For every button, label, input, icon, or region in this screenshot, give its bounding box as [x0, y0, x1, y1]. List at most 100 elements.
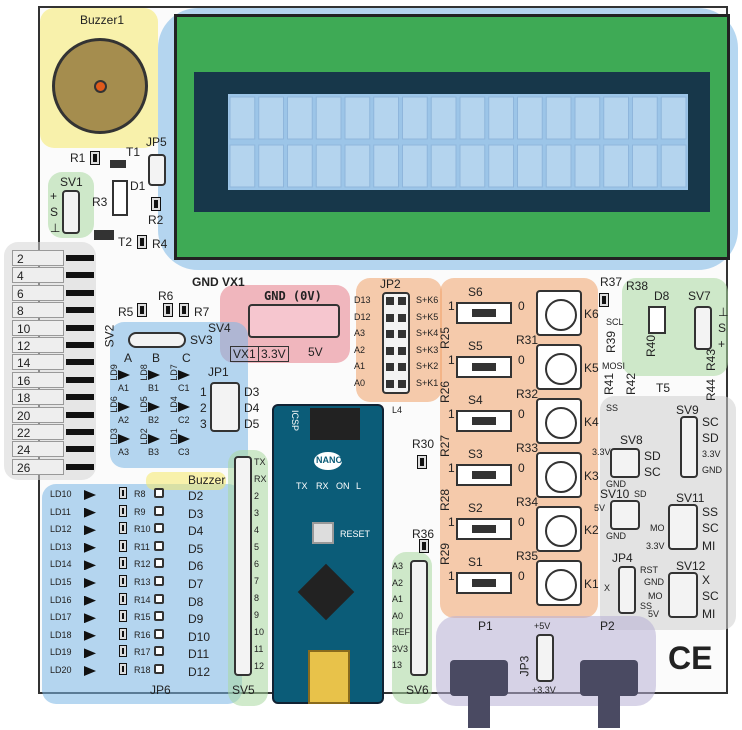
slide-switch[interactable]: [456, 356, 512, 378]
lcd-char-cell: [258, 144, 284, 188]
jp3-header[interactable]: [536, 634, 554, 682]
scale-label: 12: [12, 337, 64, 353]
slide-switch[interactable]: [456, 572, 512, 594]
sv5-header[interactable]: [234, 456, 252, 676]
push-button[interactable]: [536, 452, 582, 498]
ss-label: SS: [606, 403, 619, 413]
sv12-header[interactable]: [668, 572, 698, 618]
sv8-header[interactable]: [610, 448, 640, 478]
p2-shaft: [598, 694, 620, 728]
jp1-d5: D5: [244, 417, 260, 431]
slide-switch[interactable]: [456, 464, 512, 486]
jp2-pin: [386, 379, 394, 388]
slide-switch[interactable]: [456, 410, 512, 432]
sv7-plus: +: [718, 337, 726, 351]
sv5-pin-label: 12: [254, 661, 265, 671]
push-button[interactable]: [536, 290, 582, 336]
matrix-led: [118, 434, 130, 444]
jp6-label: JP6: [150, 683, 171, 697]
sv6-pin-label: A3: [392, 561, 404, 571]
sv9-header[interactable]: [680, 416, 698, 478]
sv11-mi: MI: [702, 539, 716, 553]
bank-resistor: [119, 522, 127, 535]
scale-label: 2: [12, 250, 64, 266]
slide-switch[interactable]: [456, 302, 512, 324]
scale-label: 18: [12, 389, 64, 406]
jp2-header[interactable]: [382, 292, 410, 394]
icsp-header[interactable]: [310, 408, 360, 440]
led-name: LD11: [50, 506, 71, 517]
bank-d-label: D9: [188, 612, 204, 627]
switch-name: S5: [468, 339, 483, 353]
jp1-header[interactable]: [210, 382, 240, 432]
sv8-sc: SC: [644, 465, 661, 479]
bank-resistor: [119, 663, 127, 675]
bank-resistor: [119, 504, 127, 517]
bank-d-label: D10: [188, 629, 211, 644]
sv10-header[interactable]: [610, 500, 640, 530]
r2-resistor: [151, 197, 161, 211]
sv8-3v3: 3.3V: [592, 447, 611, 457]
sv7-s: S: [718, 321, 727, 335]
push-button[interactable]: [536, 344, 582, 390]
switch-zero: 0: [518, 569, 525, 583]
sv5-pin-label: 3: [254, 508, 260, 518]
lcd-char-cell: [660, 144, 687, 188]
sv4-3v3: 3.3V: [258, 346, 289, 362]
jp1-left-2: 2: [200, 401, 207, 415]
push-button[interactable]: [536, 506, 582, 552]
p2-pot[interactable]: [580, 660, 638, 696]
bank-led: [84, 595, 96, 606]
switch-resistor-label: R31: [516, 333, 539, 347]
r30-resistor: [417, 455, 427, 469]
jp4-x: X: [604, 583, 611, 593]
jp4-header[interactable]: [618, 566, 636, 614]
sv5-pin-label: 9: [254, 610, 260, 620]
push-button[interactable]: [536, 560, 582, 606]
switch-one: 1: [448, 407, 455, 421]
jp2-pin: [386, 313, 394, 322]
jp5-header[interactable]: [148, 154, 166, 186]
scale-bar: [66, 289, 94, 296]
jp5-label: JP5: [146, 135, 167, 149]
lcd-char-cell: [517, 144, 543, 188]
bank-led: [84, 578, 96, 588]
jp6-pin: [154, 488, 164, 498]
sv11-mo: MO: [650, 523, 665, 533]
sv11-header[interactable]: [668, 504, 698, 550]
nano-led-rx: RX: [316, 481, 329, 491]
jp1-label: JP1: [208, 365, 229, 379]
slide-switch[interactable]: [456, 518, 512, 540]
bank-resistor-label: R12: [134, 559, 151, 570]
usb-connector[interactable]: [308, 650, 350, 704]
sv5-pin-label: 4: [254, 525, 260, 535]
r37-resistor: [599, 293, 609, 307]
jp3-5v: +5V: [534, 621, 551, 631]
sv6-header[interactable]: [410, 560, 428, 676]
key-label: K5: [584, 361, 599, 375]
sv3-header[interactable]: [128, 332, 186, 348]
lcd-char-cell: [603, 96, 629, 140]
scale-label: 20: [12, 406, 64, 423]
jp6-pin: [154, 628, 164, 639]
col-b: B: [152, 351, 161, 365]
switch-zero: 0: [518, 353, 525, 367]
jp2-pin: [398, 313, 406, 322]
p1-pot[interactable]: [450, 660, 508, 696]
t2-label: T2: [118, 235, 133, 249]
lcd-char-cell: [229, 144, 256, 188]
jp2-right-label: S+K2: [416, 361, 439, 371]
sv7-header[interactable]: [694, 306, 712, 350]
matrix-led: [118, 402, 130, 412]
push-button[interactable]: [536, 398, 582, 444]
reset-button[interactable]: [312, 522, 334, 544]
sv1-header[interactable]: [62, 190, 80, 234]
gnd-pin-header[interactable]: [248, 304, 340, 338]
bank-resistor-label: R16: [134, 629, 151, 640]
sv1-gnd: ⊥: [50, 221, 61, 235]
l4-label: L4: [392, 405, 403, 415]
matrix-led-sub: C3: [178, 447, 190, 457]
bank-resistor-label: R15: [134, 612, 151, 623]
r7-label: R7: [194, 305, 210, 319]
